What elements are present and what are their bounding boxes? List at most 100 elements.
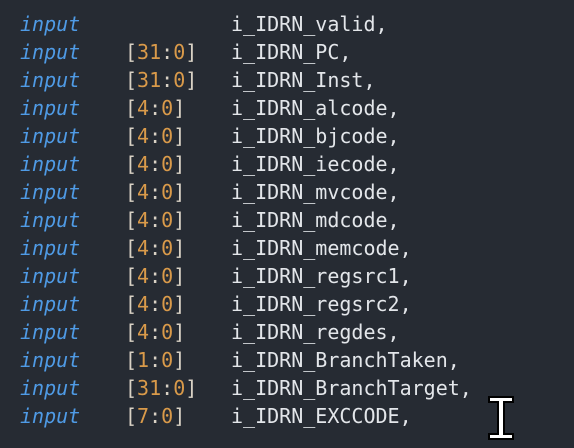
code-line[interactable]: input[4:0]i_IDRN_memcode, bbox=[0, 234, 574, 262]
code-line[interactable]: input[4:0]i_IDRN_bjcode, bbox=[0, 122, 574, 150]
range-high: 1 bbox=[137, 348, 150, 372]
range-low: 0 bbox=[161, 236, 174, 260]
range-high: 7 bbox=[137, 404, 150, 428]
bit-range: [4:0] bbox=[125, 318, 185, 346]
bit-range: [31:0] bbox=[125, 66, 197, 94]
keyword-input: input bbox=[20, 68, 81, 92]
signal-name: i_IDRN_mvcode, bbox=[231, 180, 400, 204]
keyword-input: input bbox=[20, 124, 81, 148]
code-line[interactable]: input [31:0] i_IDRN_Inst, bbox=[0, 66, 574, 94]
range-high: 4 bbox=[137, 180, 150, 204]
close-bracket: ] bbox=[173, 236, 186, 260]
code-line[interactable]: input [4:0] i_IDRN_regdes, bbox=[0, 318, 574, 346]
range-high: 31 bbox=[137, 40, 162, 64]
range-low: 0 bbox=[161, 264, 174, 288]
close-bracket: ] bbox=[173, 264, 186, 288]
open-bracket: [ bbox=[125, 264, 138, 288]
range-colon: : bbox=[149, 180, 162, 204]
text-cursor-icon bbox=[487, 395, 515, 441]
close-bracket: ] bbox=[173, 208, 186, 232]
signal-name: i_IDRN_Inst, bbox=[231, 68, 376, 92]
close-bracket: ] bbox=[173, 152, 186, 176]
signal-name: i_IDRN_memcode, bbox=[231, 236, 412, 260]
keyword-input: input bbox=[20, 376, 81, 400]
range-high: 31 bbox=[137, 68, 162, 92]
bit-range: [4:0] bbox=[125, 262, 185, 290]
code-line[interactable]: input[4:0]i_IDRN_mvcode, bbox=[0, 178, 574, 206]
signal-name: i_IDRN_regsrc2, bbox=[231, 292, 412, 316]
range-high: 4 bbox=[137, 236, 150, 260]
open-bracket: [ bbox=[125, 404, 138, 428]
close-bracket: ] bbox=[173, 348, 186, 372]
keyword-input: input bbox=[20, 180, 81, 204]
range-low: 0 bbox=[161, 320, 174, 344]
signal-name: i_IDRN_BranchTaken, bbox=[231, 348, 460, 372]
bit-range: [31:0] bbox=[125, 374, 197, 402]
signal-name: i_IDRN_regdes, bbox=[231, 320, 400, 344]
signal-name: i_IDRN_valid, bbox=[231, 12, 388, 36]
keyword-input: input bbox=[20, 12, 81, 36]
keyword-input: input bbox=[20, 404, 81, 428]
code-line[interactable]: input[4:0]i_IDRN_mdcode, bbox=[0, 206, 574, 234]
open-bracket: [ bbox=[125, 180, 138, 204]
close-bracket: ] bbox=[173, 320, 186, 344]
keyword-input: input bbox=[20, 96, 81, 120]
bit-range: [4:0] bbox=[125, 206, 185, 234]
range-colon: : bbox=[149, 152, 162, 176]
bit-range: [31:0] bbox=[125, 38, 197, 66]
code-line[interactable]: input[31:0]i_IDRN_BranchTarget, bbox=[0, 374, 574, 402]
signal-name: i_IDRN_EXCCODE, bbox=[231, 404, 412, 428]
code-line[interactable]: input [1:0] i_IDRN_BranchTaken, bbox=[0, 346, 574, 374]
signal-name: i_IDRN_alcode, bbox=[231, 96, 400, 120]
range-low: 0 bbox=[161, 348, 174, 372]
keyword-input: input bbox=[20, 152, 81, 176]
open-bracket: [ bbox=[125, 96, 138, 120]
range-high: 4 bbox=[137, 320, 150, 344]
range-low: 0 bbox=[161, 96, 174, 120]
code-line[interactable]: input [4:0] i_IDRN_regsrc1, bbox=[0, 262, 574, 290]
range-low: 0 bbox=[173, 40, 186, 64]
range-colon: : bbox=[149, 96, 162, 120]
close-bracket: ] bbox=[173, 124, 186, 148]
range-low: 0 bbox=[161, 208, 174, 232]
code-line[interactable]: input[4:0]i_IDRN_iecode, bbox=[0, 150, 574, 178]
bit-range: [1:0] bbox=[125, 346, 185, 374]
range-colon: : bbox=[161, 68, 174, 92]
range-colon: : bbox=[149, 124, 162, 148]
keyword-input: input bbox=[20, 40, 81, 64]
bit-range: [4:0] bbox=[125, 234, 185, 262]
keyword-input: input bbox=[20, 348, 81, 372]
code-line[interactable]: input [4:0] i_IDRN_regsrc2, bbox=[0, 290, 574, 318]
range-high: 4 bbox=[137, 264, 150, 288]
bit-range: [4:0] bbox=[125, 290, 185, 318]
close-bracket: ] bbox=[185, 376, 198, 400]
bit-range: [4:0] bbox=[125, 122, 185, 150]
signal-name: i_IDRN_regsrc1, bbox=[231, 264, 412, 288]
bit-range: [4:0] bbox=[125, 94, 185, 122]
close-bracket: ] bbox=[185, 40, 198, 64]
open-bracket: [ bbox=[125, 124, 138, 148]
open-bracket: [ bbox=[125, 236, 138, 260]
range-low: 0 bbox=[161, 124, 174, 148]
code-line[interactable]: input i_IDRN_valid, bbox=[0, 10, 574, 38]
range-high: 4 bbox=[137, 208, 150, 232]
range-high: 31 bbox=[137, 376, 162, 400]
close-bracket: ] bbox=[185, 68, 198, 92]
keyword-input: input bbox=[20, 264, 81, 288]
close-bracket: ] bbox=[173, 96, 186, 120]
range-colon: : bbox=[149, 404, 162, 428]
range-colon: : bbox=[149, 208, 162, 232]
bit-range: [4:0] bbox=[125, 150, 185, 178]
range-colon: : bbox=[161, 376, 174, 400]
keyword-input: input bbox=[20, 292, 81, 316]
range-low: 0 bbox=[173, 68, 186, 92]
code-line[interactable]: input [4:0] i_IDRN_alcode, bbox=[0, 94, 574, 122]
code-line[interactable]: input[31:0]i_IDRN_PC, bbox=[0, 38, 574, 66]
range-high: 4 bbox=[137, 96, 150, 120]
open-bracket: [ bbox=[125, 376, 138, 400]
open-bracket: [ bbox=[125, 320, 138, 344]
keyword-input: input bbox=[20, 320, 81, 344]
code-line[interactable]: input[7:0]i_IDRN_EXCCODE, bbox=[0, 402, 574, 430]
close-bracket: ] bbox=[173, 180, 186, 204]
